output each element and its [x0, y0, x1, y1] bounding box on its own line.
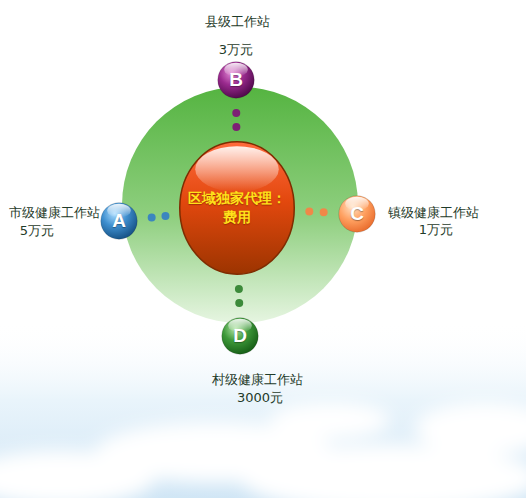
level-sphere: B县级工作站3万元 [217, 61, 255, 99]
station-name: 村级健康工作站 [212, 372, 303, 388]
node-content: B [217, 61, 255, 99]
sphere-letter: D [233, 325, 247, 347]
center-ellipse: 区域独家代理： 费用 [179, 141, 295, 275]
station-fee: 3000元 [237, 390, 283, 406]
station-fee: 1万元 [419, 222, 453, 238]
sphere-letter: A [112, 210, 126, 232]
dotted-connector [235, 275, 244, 317]
station-fee: 5万元 [20, 223, 54, 239]
shape-fill [101, 203, 138, 240]
shape-fill [218, 62, 255, 99]
green-disc [122, 87, 358, 323]
center-title: 区域独家代理： 费用 [182, 189, 292, 227]
node-content: A [100, 202, 138, 240]
level-sphere: A市级健康工作站5万元 [100, 202, 138, 240]
level-sphere: C镇级健康工作站1万元 [338, 195, 376, 233]
dotted-connector [138, 214, 179, 219]
sphere-letter: C [350, 203, 364, 225]
station-name: 镇级健康工作站 [388, 205, 479, 221]
shape-fill [222, 318, 259, 355]
dotted-connector [232, 99, 240, 141]
shape-fill [339, 196, 376, 233]
gloss-highlight [195, 146, 279, 192]
station-name: 市级健康工作站 [9, 205, 100, 221]
node-content: D [221, 317, 259, 355]
station-name: 县级工作站 [205, 14, 270, 30]
level-sphere: D村级健康工作站3000元 [221, 317, 259, 355]
sphere-letter: B [229, 69, 243, 91]
dotted-connector [295, 211, 338, 213]
clouds [0, 402, 526, 498]
node-content: C [338, 195, 376, 233]
node-content: 区域独家代理： 费用 [179, 141, 295, 275]
shape-fill [180, 142, 295, 275]
ellipse-outline [179, 141, 295, 275]
station-fee: 3万元 [219, 42, 253, 58]
